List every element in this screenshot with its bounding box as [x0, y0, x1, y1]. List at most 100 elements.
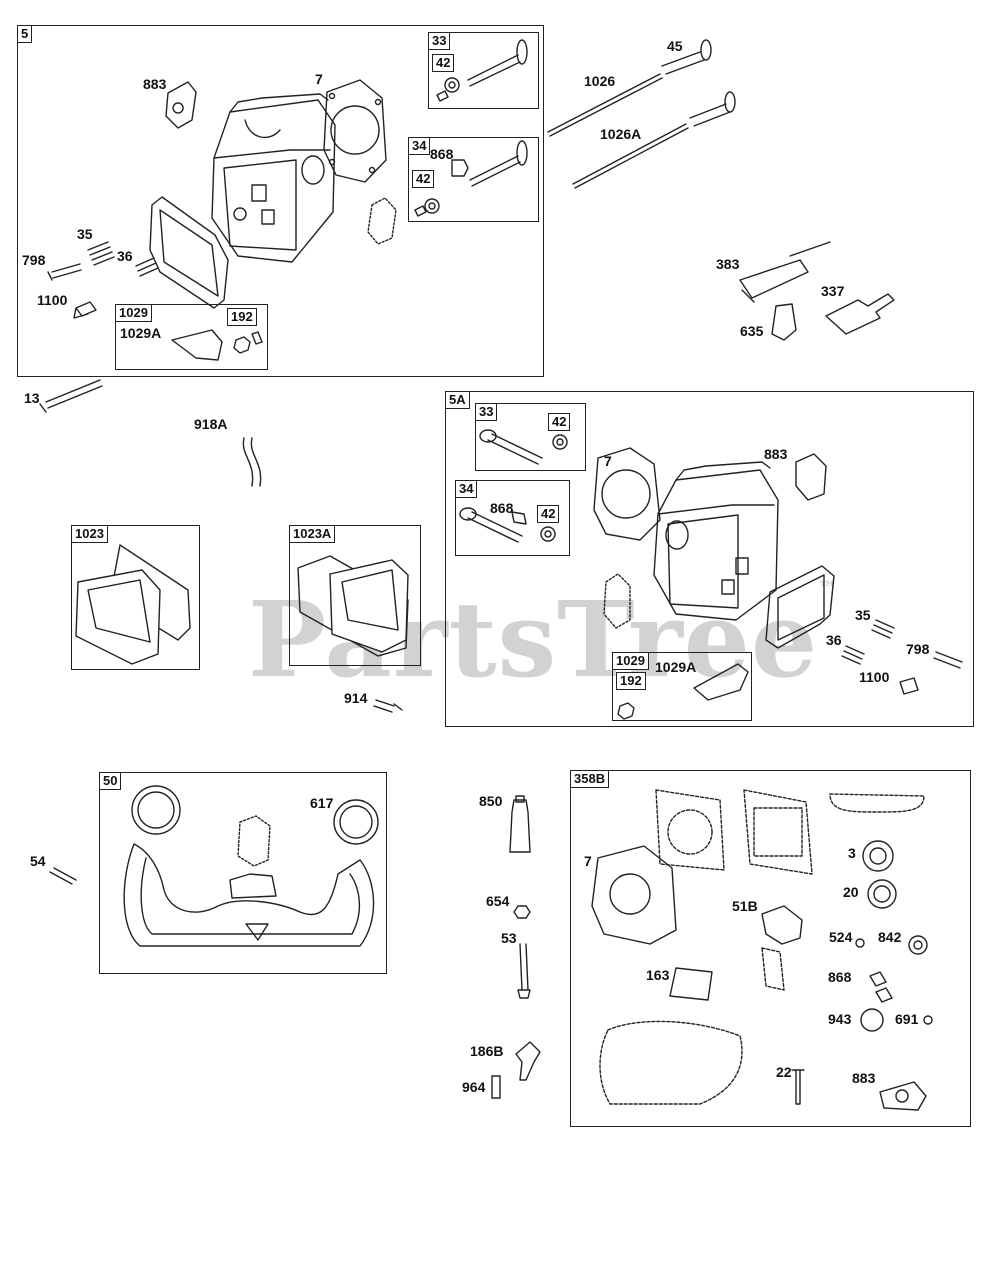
- spring-36-left[interactable]: [135, 257, 159, 277]
- group-42-tag-b[interactable]: 42: [412, 170, 435, 188]
- label-964[interactable]: 964: [462, 1079, 486, 1095]
- spring-36-right[interactable]: [841, 645, 865, 665]
- group-5-tag[interactable]: 5: [17, 25, 33, 43]
- group-192-tag[interactable]: 192: [227, 308, 257, 326]
- label-36-a[interactable]: 36: [117, 248, 133, 264]
- label-842[interactable]: 842: [878, 929, 902, 945]
- group-1029-tag[interactable]: 1029: [115, 304, 152, 322]
- group-42-tag[interactable]: 42: [432, 54, 455, 72]
- label-1026[interactable]: 1026: [584, 73, 616, 89]
- label-35-b[interactable]: 35: [855, 607, 871, 623]
- tube-918A[interactable]: [242, 437, 262, 487]
- valve-34[interactable]: [414, 140, 528, 217]
- valve-cover-gasket-right[interactable]: [765, 565, 835, 649]
- label-1100-a[interactable]: 1100: [37, 292, 68, 308]
- label-3[interactable]: 3: [848, 845, 856, 861]
- label-53[interactable]: 53: [501, 930, 517, 946]
- label-868-b[interactable]: 868: [490, 500, 514, 516]
- sealant-850[interactable]: [509, 795, 531, 853]
- label-691[interactable]: 691: [895, 1011, 919, 1027]
- cylinder-head-left[interactable]: [211, 93, 336, 263]
- label-7-c[interactable]: 7: [584, 853, 592, 869]
- rocker-arm-1029A-right[interactable]: [693, 663, 749, 701]
- valve-33-right[interactable]: [479, 429, 568, 465]
- group-33A-tag[interactable]: 33: [475, 403, 498, 421]
- label-654[interactable]: 654: [486, 893, 510, 909]
- breather-1100-right[interactable]: [899, 677, 919, 695]
- label-337[interactable]: 337: [821, 283, 845, 299]
- label-883-b[interactable]: 883: [764, 446, 788, 462]
- label-163[interactable]: 163: [646, 967, 670, 983]
- bolt-54[interactable]: [49, 867, 77, 885]
- label-635[interactable]: 635: [740, 323, 764, 339]
- group-42-tag-c[interactable]: 42: [548, 413, 571, 431]
- label-883-a[interactable]: 883: [143, 76, 167, 92]
- stud-53[interactable]: [517, 943, 531, 999]
- label-1100-b[interactable]: 1100: [859, 669, 890, 685]
- fitting-186B[interactable]: [515, 1041, 541, 1081]
- label-7-a[interactable]: 7: [315, 71, 323, 87]
- spark-plug-wire-383[interactable]: [739, 241, 831, 303]
- label-20[interactable]: 20: [843, 884, 859, 900]
- label-36-b[interactable]: 36: [826, 632, 842, 648]
- label-35-a[interactable]: 35: [77, 226, 93, 242]
- small-gasket-left[interactable]: [367, 197, 397, 245]
- small-gasket-right[interactable]: [603, 573, 631, 629]
- label-868-c[interactable]: 868: [828, 969, 852, 985]
- label-798-b[interactable]: 798: [906, 641, 930, 657]
- label-1029A-a[interactable]: 1029A: [120, 325, 162, 341]
- label-383[interactable]: 383: [716, 256, 740, 272]
- valve-cover-gasket-left[interactable]: [149, 196, 229, 309]
- nut-192-right[interactable]: [617, 702, 635, 720]
- label-54[interactable]: 54: [30, 853, 46, 869]
- label-883-c[interactable]: 883: [852, 1070, 876, 1086]
- label-186B[interactable]: 186B: [470, 1043, 504, 1059]
- gasket-set-358B-parts[interactable]: [591, 789, 933, 1111]
- valve-33[interactable]: [436, 39, 528, 102]
- intake-gasket-883[interactable]: [165, 81, 197, 129]
- label-1026A[interactable]: 1026A: [600, 126, 642, 142]
- label-868-a[interactable]: 868: [430, 146, 454, 162]
- nut-192-left[interactable]: [233, 331, 263, 354]
- label-13[interactable]: 13: [24, 390, 40, 406]
- bolt-13[interactable]: [39, 379, 103, 413]
- label-617[interactable]: 617: [310, 795, 334, 811]
- group-34-tag[interactable]: 34: [408, 137, 431, 155]
- group-192A-tag[interactable]: 192: [616, 672, 646, 690]
- valve-cover-1023[interactable]: [75, 544, 191, 665]
- valve-45[interactable]: [661, 39, 712, 75]
- group-358B-tag[interactable]: 358B: [570, 770, 610, 788]
- rocker-arm-1029A-left[interactable]: [171, 329, 223, 361]
- sleeve-964[interactable]: [491, 1075, 501, 1099]
- push-rod-1026A[interactable]: [572, 123, 689, 189]
- intake-gasket-883-right[interactable]: [795, 453, 827, 501]
- head-gasket-left[interactable]: [323, 79, 387, 183]
- label-51B[interactable]: 51B: [732, 898, 758, 914]
- intake-manifold-50[interactable]: [123, 785, 379, 947]
- label-524[interactable]: 524: [829, 929, 853, 945]
- label-7-b[interactable]: 7: [604, 453, 612, 469]
- spring-35-left[interactable]: [87, 241, 115, 266]
- group-42-tag-d[interactable]: 42: [537, 505, 560, 523]
- label-798-a[interactable]: 798: [22, 252, 46, 268]
- group-5A-tag[interactable]: 5A: [445, 391, 470, 409]
- breather-1100-left[interactable]: [73, 301, 97, 319]
- label-22[interactable]: 22: [776, 1064, 792, 1080]
- valve-34-right[interactable]: [459, 507, 556, 543]
- nut-654[interactable]: [513, 905, 531, 919]
- label-1029A-b[interactable]: 1029A: [655, 659, 697, 675]
- head-gasket-right[interactable]: [593, 447, 661, 541]
- label-850[interactable]: 850: [479, 793, 503, 809]
- label-45[interactable]: 45: [667, 38, 683, 54]
- boot-635[interactable]: [771, 303, 797, 341]
- group-34A-tag[interactable]: 34: [455, 480, 478, 498]
- group-1023-tag[interactable]: 1023: [71, 525, 108, 543]
- label-914[interactable]: 914: [344, 690, 368, 706]
- valve-1026A-top[interactable]: [689, 91, 736, 127]
- bolt-914[interactable]: [373, 699, 403, 713]
- group-33-tag[interactable]: 33: [428, 32, 451, 50]
- push-rod-1026[interactable]: [547, 73, 663, 137]
- bolt-798-right[interactable]: [933, 651, 963, 669]
- label-918A[interactable]: 918A: [194, 416, 228, 432]
- valve-cover-1023A[interactable]: [297, 555, 409, 657]
